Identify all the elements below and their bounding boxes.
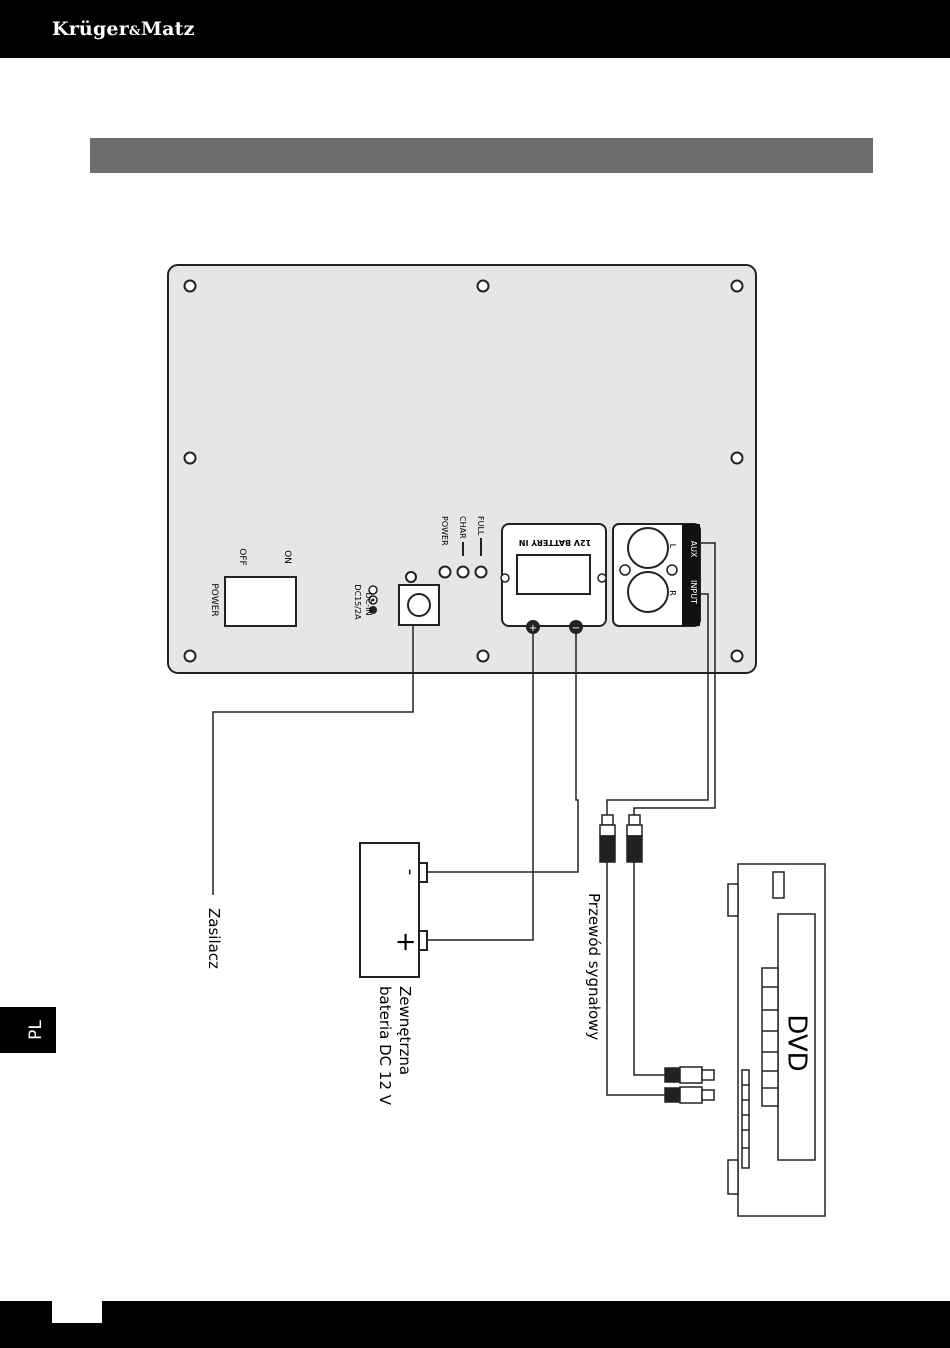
minus-sign: − bbox=[572, 623, 580, 634]
led-char bbox=[458, 567, 469, 578]
power-supply-label: Zasilacz bbox=[205, 908, 223, 969]
on-label: ON bbox=[282, 550, 292, 564]
signal-cable-label: Przewód sygnałowy bbox=[585, 893, 603, 1040]
full-label: FULL bbox=[476, 516, 485, 536]
battery-in-label: 12V BATTERY IN bbox=[519, 538, 591, 547]
led-power bbox=[440, 567, 451, 578]
external-battery bbox=[360, 843, 419, 977]
battery-label-line1: Zewnętrzna bbox=[396, 986, 414, 1075]
power-switch[interactable] bbox=[225, 577, 296, 626]
plus-sign: + bbox=[529, 623, 537, 634]
rca-left-socket[interactable] bbox=[628, 528, 668, 568]
off-label: OFF bbox=[237, 548, 247, 565]
rca-right-socket[interactable] bbox=[628, 572, 668, 612]
dc-in-label: DC-IN bbox=[364, 593, 373, 616]
battery-plus-label: + bbox=[391, 931, 421, 953]
power-led-label: POWER bbox=[440, 516, 449, 546]
language-tab-label: PL bbox=[26, 1020, 46, 1040]
power-label: POWER bbox=[209, 583, 219, 616]
aux-label: AUX bbox=[689, 541, 698, 558]
left-label: L bbox=[668, 544, 677, 549]
battery-minus-label: - bbox=[400, 869, 421, 876]
rca-plugs-top bbox=[600, 815, 642, 862]
footer-bar bbox=[0, 1301, 950, 1348]
led-full bbox=[476, 567, 487, 578]
rca-plugs-dvd bbox=[665, 1067, 714, 1103]
right-label: R bbox=[668, 590, 677, 596]
dvd-label: DVD bbox=[782, 1014, 812, 1071]
page-number-box bbox=[52, 1301, 102, 1323]
char-label: CHAR bbox=[458, 516, 467, 539]
dc-indicator bbox=[406, 572, 416, 582]
input-label: INPUT bbox=[689, 580, 698, 604]
dc-rating-label: DC15/2A bbox=[353, 584, 362, 620]
battery-label-line2: bateria DC 12 V bbox=[376, 986, 394, 1106]
